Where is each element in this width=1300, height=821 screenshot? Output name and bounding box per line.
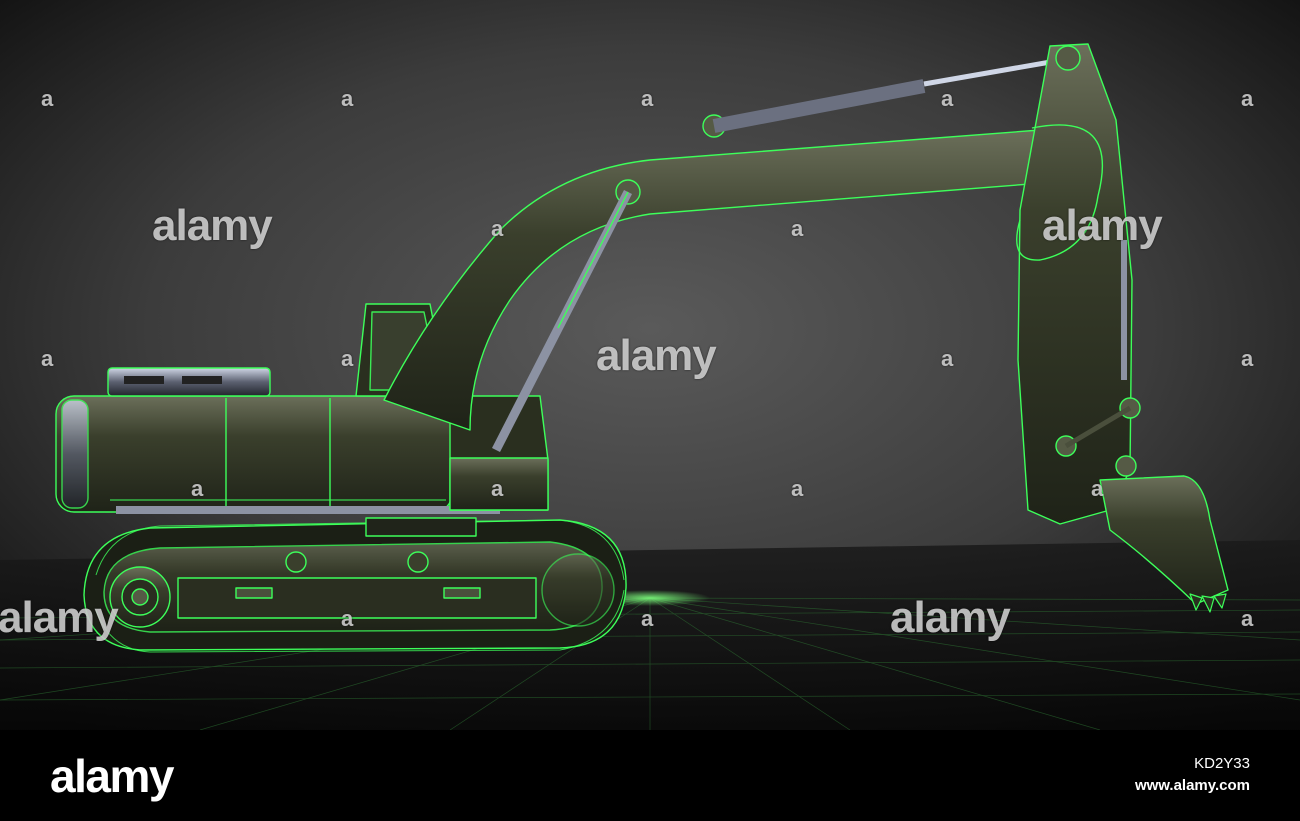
watermark-mark: a <box>41 86 54 111</box>
drive-sprocket <box>541 553 615 627</box>
excavator-image <box>0 0 1300 730</box>
excavator <box>55 43 1229 653</box>
watermark-mark: a <box>491 216 504 241</box>
site-url: www.alamy.com <box>1134 777 1250 794</box>
watermark-mark: a <box>1241 606 1254 631</box>
watermark-mark: a <box>341 86 354 111</box>
track-links <box>95 519 625 653</box>
watermark: alamy <box>0 593 119 642</box>
watermark-mark: a <box>41 346 54 371</box>
watermark-mark: a <box>491 476 504 501</box>
watermark-mark: a <box>641 606 654 631</box>
watermark-mark: a <box>791 476 804 501</box>
watermark-mark: a <box>791 216 804 241</box>
watermark: alamy <box>890 593 1011 642</box>
watermark-mark: a <box>1241 346 1254 371</box>
watermark-mark: a <box>1241 86 1254 111</box>
bucket-teeth <box>1189 593 1227 613</box>
watermark-mark: a <box>1091 476 1104 501</box>
alamy-logo: alamy <box>50 750 174 802</box>
render-scene <box>0 0 1300 730</box>
watermark: alamy <box>1042 201 1163 250</box>
watermark: alamy <box>596 331 717 380</box>
footer-bar: alamy KD2Y33 www.alamy.com <box>0 730 1300 821</box>
watermark-mark: a <box>191 476 204 501</box>
watermark-mark: a <box>941 86 954 111</box>
machine-body <box>55 395 453 513</box>
watermark-mark: a <box>941 346 954 371</box>
image-id: KD2Y33 <box>1194 755 1250 772</box>
watermark-mark: a <box>641 86 654 111</box>
watermark-mark: a <box>341 606 354 631</box>
watermark-mark: a <box>341 346 354 371</box>
arm-cylinder <box>712 79 926 133</box>
watermark: alamy <box>152 201 273 250</box>
